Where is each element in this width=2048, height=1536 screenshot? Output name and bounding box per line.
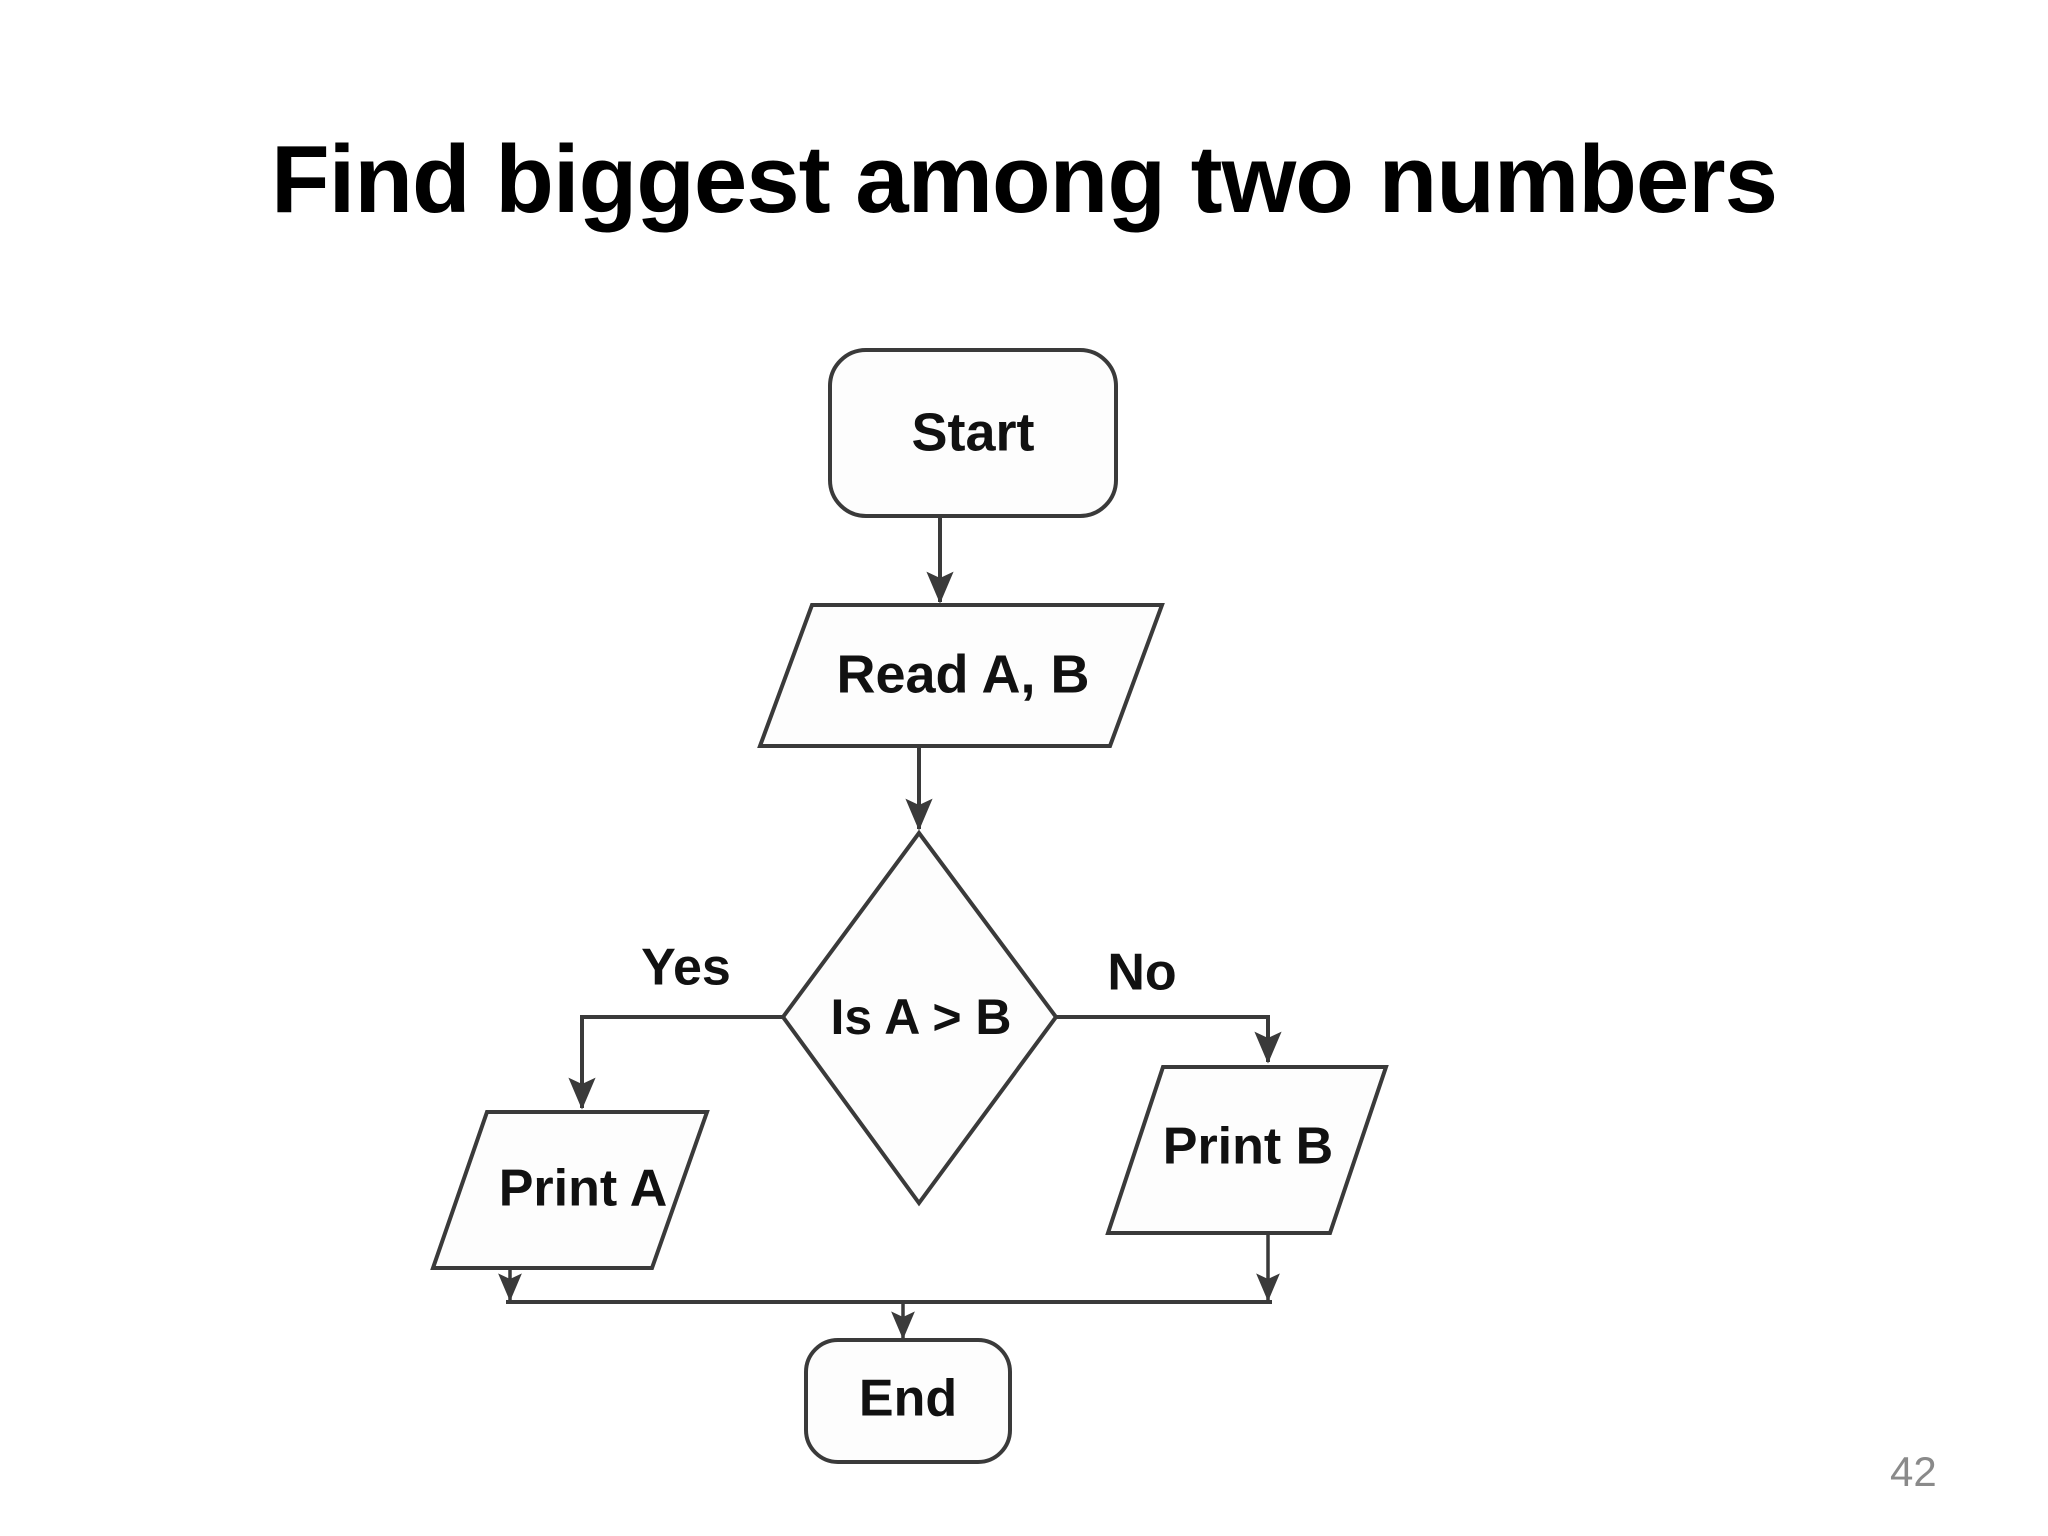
start-shape[interactable] bbox=[828, 348, 1118, 518]
decision-label: Is A > B bbox=[830, 989, 1011, 1045]
node-print-b[interactable]: Print B bbox=[1105, 1065, 1389, 1235]
page-number: 42 bbox=[1890, 1448, 1937, 1495]
read-label: Read A, B bbox=[836, 644, 1089, 704]
edge-yes-path bbox=[568, 1015, 783, 1110]
read-shape[interactable] bbox=[757, 603, 1165, 748]
end-shape[interactable] bbox=[804, 1338, 1012, 1464]
print-a-shape[interactable] bbox=[430, 1110, 710, 1270]
edge-decision-to-printa bbox=[568, 1015, 783, 1110]
node-decision[interactable]: Is A > B bbox=[780, 829, 1059, 1207]
page-title: Find biggest among two numbers bbox=[271, 126, 1778, 233]
decision-shape[interactable] bbox=[780, 829, 1059, 1207]
edge-no-path bbox=[1056, 1015, 1282, 1064]
node-start[interactable]: Start bbox=[828, 348, 1118, 518]
node-end[interactable]: End bbox=[804, 1338, 1012, 1464]
edge-decision-to-printb bbox=[1056, 1015, 1282, 1064]
end-label: End bbox=[859, 1370, 957, 1428]
print-a-label: Print A bbox=[499, 1160, 668, 1218]
node-print-a[interactable]: Print A bbox=[430, 1110, 710, 1270]
branch-label-no: No bbox=[1107, 944, 1176, 1002]
node-read[interactable]: Read A, B bbox=[757, 603, 1165, 748]
start-label: Start bbox=[911, 402, 1034, 462]
print-b-label: Print B bbox=[1163, 1118, 1333, 1176]
print-b-shape[interactable] bbox=[1105, 1065, 1389, 1235]
branch-label-yes: Yes bbox=[641, 939, 731, 997]
